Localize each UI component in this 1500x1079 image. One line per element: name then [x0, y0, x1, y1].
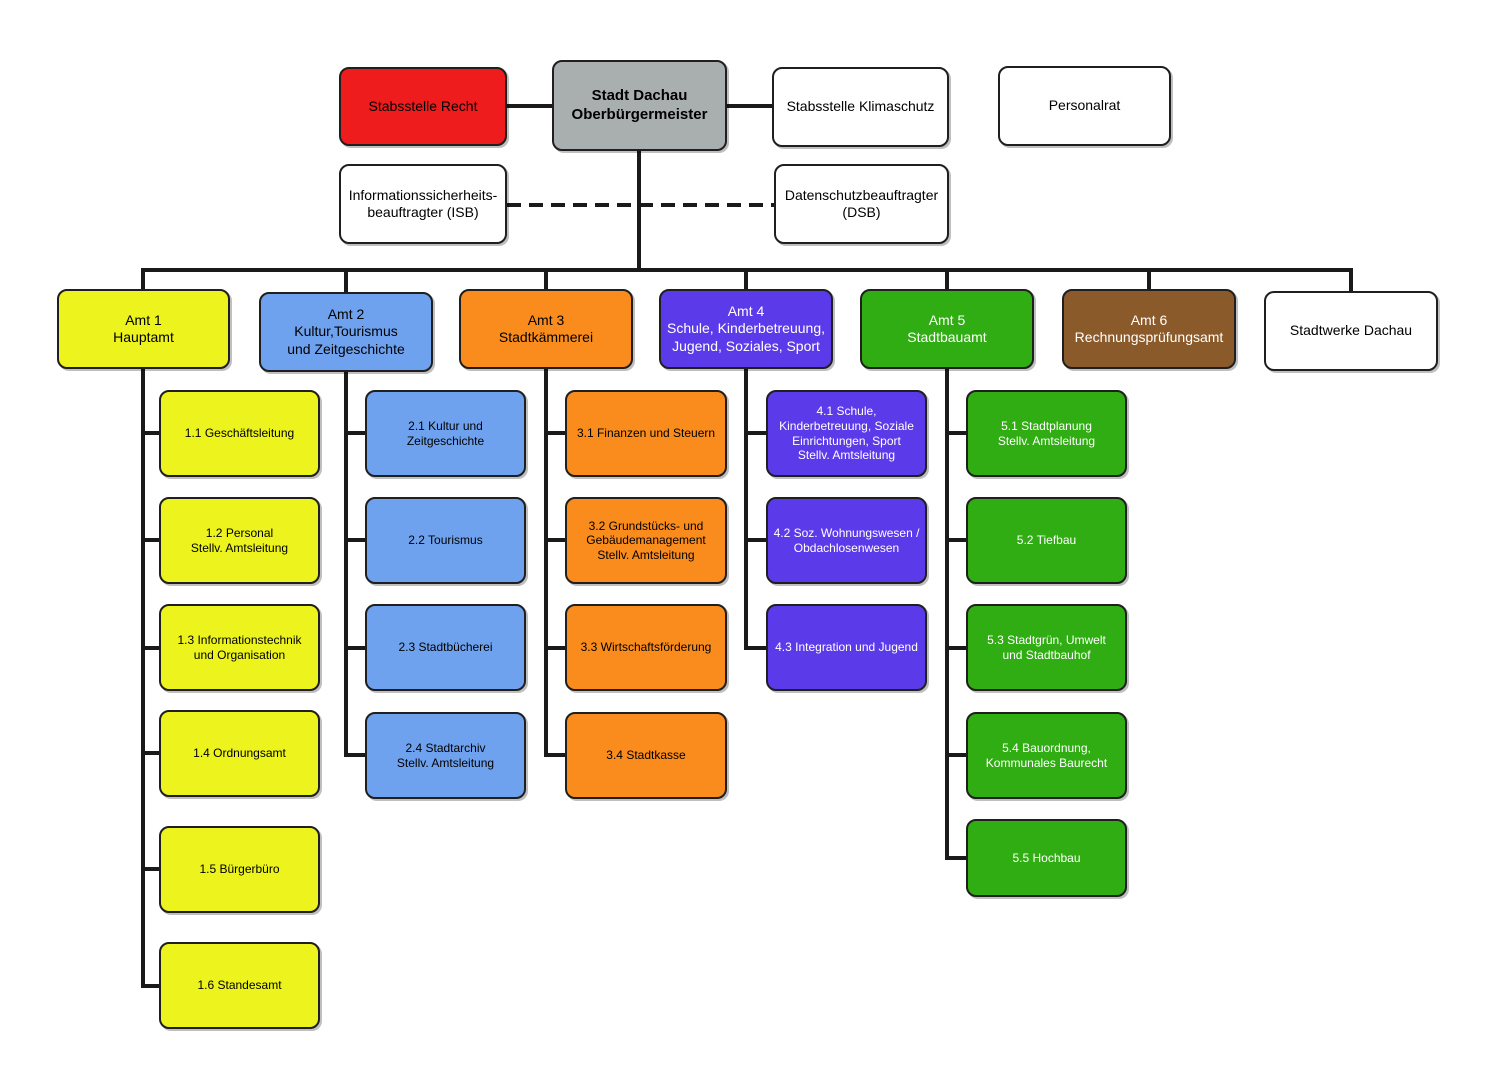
- amt6-box: Amt 6 Rechnungsprüfungsamt: [1062, 289, 1236, 369]
- unit-2-4: 2.4 Stadtarchiv Stellv. Amtsleitung: [365, 712, 526, 799]
- amt3-box: Amt 3 Stadtkämmerei: [459, 289, 633, 369]
- unit-1-6: 1.6 Standesamt: [159, 942, 320, 1029]
- amt1-box: Amt 1 Hauptamt: [57, 289, 230, 369]
- stadtwerke-box: Stadtwerke Dachau: [1264, 291, 1438, 371]
- unit-1-5: 1.5 Bürgerbüro: [159, 826, 320, 913]
- amt2-box: Amt 2 Kultur,Tourismus und Zeitgeschicht…: [259, 292, 433, 372]
- personalrat-box: Personalrat: [998, 66, 1171, 146]
- unit-5-3: 5.3 Stadtgrün, Umwelt und Stadtbauhof: [966, 604, 1127, 691]
- unit-3-3: 3.3 Wirtschaftsförderung: [565, 604, 727, 691]
- unit-3-1: 3.1 Finanzen und Steuern: [565, 390, 727, 477]
- unit-1-3: 1.3 Informationstechnik und Organisation: [159, 604, 320, 691]
- unit-2-2: 2.2 Tourismus: [365, 497, 526, 584]
- unit-1-1: 1.1 Geschäftsleitung: [159, 390, 320, 477]
- stabsstelle-klimaschutz-box: Stabsstelle Klimaschutz: [772, 67, 949, 147]
- stabsstelle-recht-box: Stabsstelle Recht: [339, 67, 507, 146]
- amt4-box: Amt 4 Schule, Kinderbetreuung, Jugend, S…: [659, 289, 833, 369]
- unit-4-3: 4.3 Integration und Jugend: [766, 604, 927, 691]
- unit-5-4: 5.4 Bauordnung, Kommunales Baurecht: [966, 712, 1127, 799]
- unit-3-4: 3.4 Stadtkasse: [565, 712, 727, 799]
- unit-3-2: 3.2 Grundstücks- und Gebäudemanagement S…: [565, 497, 727, 584]
- dsb-box: Datenschutzbeauftragter (DSB): [774, 164, 949, 244]
- isb-box: Informationssicherheits- beauftragter (I…: [339, 164, 507, 244]
- unit-2-3: 2.3 Stadtbücherei: [365, 604, 526, 691]
- unit-5-2: 5.2 Tiefbau: [966, 497, 1127, 584]
- unit-2-1: 2.1 Kultur und Zeitgeschichte: [365, 390, 526, 477]
- mayor-box: Stadt Dachau Oberbürgermeister: [552, 60, 727, 151]
- unit-1-2: 1.2 Personal Stellv. Amtsleitung: [159, 497, 320, 584]
- unit-5-5: 5.5 Hochbau: [966, 819, 1127, 897]
- unit-4-2: 4.2 Soz. Wohnungswesen / Obdachlosenwese…: [766, 497, 927, 584]
- unit-1-4: 1.4 Ordnungsamt: [159, 710, 320, 797]
- amt5-box: Amt 5 Stadtbauamt: [860, 289, 1034, 369]
- unit-5-1: 5.1 Stadtplanung Stellv. Amtsleitung: [966, 390, 1127, 477]
- unit-4-1: 4.1 Schule, Kinderbetreuung, Soziale Ein…: [766, 390, 927, 477]
